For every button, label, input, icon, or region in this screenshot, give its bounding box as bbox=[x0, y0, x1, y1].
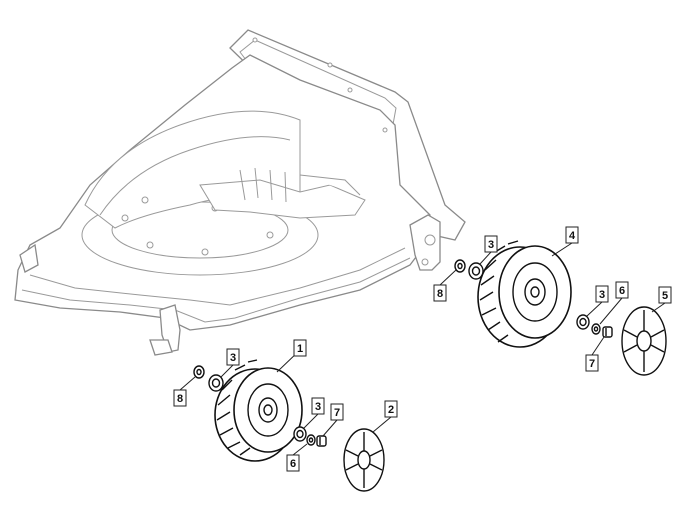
svg-text:3: 3 bbox=[488, 239, 494, 251]
callout-3-front-outer: 3 bbox=[311, 397, 325, 415]
svg-text:4: 4 bbox=[569, 230, 576, 242]
callout-7-rear: 7 bbox=[585, 354, 599, 372]
rear-wheel-assembly bbox=[454, 240, 667, 376]
svg-text:3: 3 bbox=[599, 289, 605, 301]
svg-text:3: 3 bbox=[315, 401, 321, 413]
svg-text:8: 8 bbox=[177, 393, 183, 405]
callout-6-rear: 6 bbox=[615, 281, 629, 299]
callout-2: 2 bbox=[384, 400, 398, 418]
callout-4: 4 bbox=[565, 226, 579, 244]
bearing-3-front-inner bbox=[208, 374, 224, 392]
leader-lines bbox=[179, 242, 666, 456]
svg-text:6: 6 bbox=[290, 458, 296, 470]
wheel-4 bbox=[477, 240, 572, 348]
callout-labels: 1 2 3 3 3 3 4 5 bbox=[173, 226, 672, 472]
hub-cap-5 bbox=[621, 306, 667, 376]
svg-text:1: 1 bbox=[297, 343, 303, 355]
callout-1: 1 bbox=[293, 339, 307, 357]
hub-cap-2 bbox=[343, 428, 385, 492]
callout-7-front: 7 bbox=[330, 403, 344, 421]
washer-8-rear bbox=[454, 259, 466, 273]
front-wheel-assembly bbox=[193, 359, 385, 492]
callout-5: 5 bbox=[658, 286, 672, 304]
screw-7-rear bbox=[602, 326, 613, 338]
callout-8-front: 8 bbox=[173, 389, 187, 407]
callout-6-front: 6 bbox=[286, 454, 300, 472]
svg-text:3: 3 bbox=[230, 352, 236, 364]
svg-text:7: 7 bbox=[334, 407, 340, 419]
callout-3-rear-inner: 3 bbox=[484, 235, 498, 253]
wheel-1 bbox=[214, 359, 303, 462]
bearing-3-front-outer bbox=[293, 426, 307, 442]
mower-deck bbox=[14, 29, 466, 356]
bearing-3-rear-outer bbox=[576, 314, 590, 330]
svg-text:6: 6 bbox=[619, 285, 625, 297]
washer-6-rear bbox=[591, 323, 601, 335]
svg-text:7: 7 bbox=[589, 358, 595, 370]
callout-8-rear: 8 bbox=[433, 284, 447, 302]
washer-8-front bbox=[193, 365, 205, 379]
bearing-3-rear-inner bbox=[468, 262, 484, 280]
svg-text:8: 8 bbox=[437, 288, 443, 300]
callout-3-front-inner: 3 bbox=[226, 348, 240, 366]
screw-7-front bbox=[316, 435, 327, 447]
svg-text:2: 2 bbox=[388, 404, 394, 416]
svg-text:5: 5 bbox=[662, 290, 668, 302]
washer-6-front bbox=[306, 434, 316, 446]
callout-3-rear-outer: 3 bbox=[595, 285, 609, 303]
